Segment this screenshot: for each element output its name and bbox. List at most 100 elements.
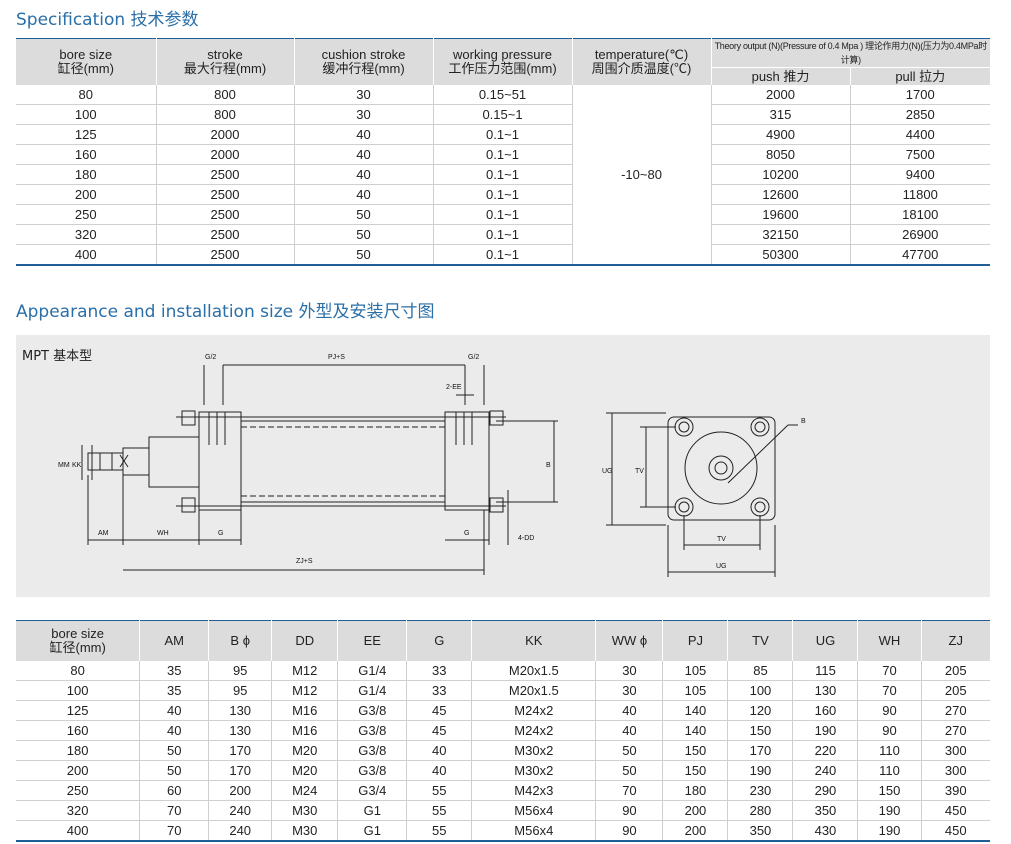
dimension-labels: G/2 PJ+S G/2 2-EE B MM KK AM WH G G 4-DD… (58, 354, 806, 570)
cell-push: 12600 (711, 184, 851, 205)
dims-header: WH (857, 620, 922, 661)
cell-temperature: -10~80 (572, 85, 712, 266)
dim-label-g2-right: G/2 (468, 354, 479, 361)
header-theory-output: Theory output (N)(Pressure of 0.4 Mpa ) … (711, 38, 990, 68)
dims-cell: 90 (595, 800, 664, 821)
dims-header: AM (139, 620, 210, 661)
dims-cell: G3/8 (337, 760, 408, 781)
dims-cell: 180 (662, 780, 729, 801)
dims-cell: 30 (595, 661, 664, 681)
dims-cell: 40 (595, 700, 664, 721)
dims-cell: G3/4 (337, 780, 408, 801)
dim-label-tv-bottom: TV (717, 536, 726, 543)
cell-pull: 47700 (850, 244, 990, 266)
dims-cell: 90 (857, 700, 922, 721)
dims-header: WW ϕ (595, 620, 664, 661)
dims-cell: 70 (857, 680, 922, 701)
dims-cell: 170 (727, 740, 794, 761)
cell-pressure: 0.15~1 (433, 104, 573, 125)
cell-cushion: 40 (294, 164, 434, 185)
dims-cell: 40 (139, 700, 210, 721)
cell-cushion: 50 (294, 224, 434, 245)
dim-label-pjs: PJ+S (328, 354, 345, 361)
dims-cell: 350 (727, 820, 794, 842)
cell-stroke: 2500 (156, 244, 295, 266)
dim-label-kk: KK (72, 462, 82, 469)
cylinder-drawing: G/2 PJ+S G/2 2-EE B MM KK AM WH G G 4-DD… (58, 354, 806, 577)
dims-cell: 95 (208, 661, 273, 681)
dims-cell: M30 (271, 800, 339, 821)
cell-cushion: 40 (294, 184, 434, 205)
dims-cell: 120 (727, 700, 794, 721)
dims-cell: 33 (406, 680, 473, 701)
dims-cell: 130 (208, 720, 273, 741)
appearance-title: Appearance and installation size 外型及安装尺寸… (16, 302, 435, 322)
dims-cell: 40 (139, 720, 210, 741)
dims-cell: 130 (208, 700, 273, 721)
rod-thread (87, 452, 124, 471)
dims-cell: M30x2 (471, 760, 597, 781)
dims-cell: 205 (921, 661, 990, 681)
dims-cell: 190 (857, 800, 922, 821)
dims-cell: 90 (595, 820, 664, 842)
cell-pull: 4400 (850, 124, 990, 145)
cell-cushion: 30 (294, 85, 434, 105)
dims-cell: 450 (921, 820, 990, 842)
dims-cell: G1 (337, 800, 408, 821)
cell-pull: 26900 (850, 224, 990, 245)
cell-pull: 18100 (850, 204, 990, 225)
dims-cell: 250 (16, 780, 141, 801)
dims-cell: M20x1.5 (471, 680, 597, 701)
back-cover (444, 411, 490, 511)
dims-cell: 30 (595, 680, 664, 701)
dims-cell: M16 (271, 720, 339, 741)
cell-stroke: 2500 (156, 184, 295, 205)
dims-cell: 140 (662, 700, 729, 721)
dims-header: B ϕ (208, 620, 273, 661)
cell-bore: 160 (16, 144, 157, 165)
dims-cell: 80 (16, 661, 141, 681)
cell-push: 4900 (711, 124, 851, 145)
dims-cell: 270 (921, 700, 990, 721)
dims-cell: 350 (792, 800, 859, 821)
cell-cushion: 40 (294, 144, 434, 165)
cell-cushion: 30 (294, 104, 434, 125)
cell-pressure: 0.1~1 (433, 224, 573, 245)
dims-cell: 390 (921, 780, 990, 801)
dims-cell: 150 (662, 760, 729, 781)
dims-cell: M56x4 (471, 800, 597, 821)
cell-push: 2000 (711, 85, 851, 105)
dims-cell: 35 (139, 680, 210, 701)
dims-cell: 240 (208, 820, 273, 842)
dims-cell: 130 (792, 680, 859, 701)
dims-cell: G3/8 (337, 720, 408, 741)
cell-stroke: 2000 (156, 144, 295, 165)
cell-stroke: 800 (156, 85, 295, 105)
dims-cell: M20 (271, 740, 339, 761)
dims-cell: 40 (406, 760, 473, 781)
dims-cell: G1 (337, 820, 408, 842)
dims-cell: 240 (208, 800, 273, 821)
cell-push: 315 (711, 104, 851, 125)
cell-pull: 2850 (850, 104, 990, 125)
dims-cell: 45 (406, 720, 473, 741)
cell-cushion: 50 (294, 204, 434, 225)
dims-cell: 40 (595, 720, 664, 741)
rod-end-block (148, 436, 200, 488)
dim-label-tv-side: TV (635, 468, 644, 475)
dim-label-b-end: B (801, 418, 806, 425)
dims-cell: 240 (792, 760, 859, 781)
dims-cell: 60 (139, 780, 210, 801)
dim-label-ee: 2-EE (446, 384, 462, 391)
